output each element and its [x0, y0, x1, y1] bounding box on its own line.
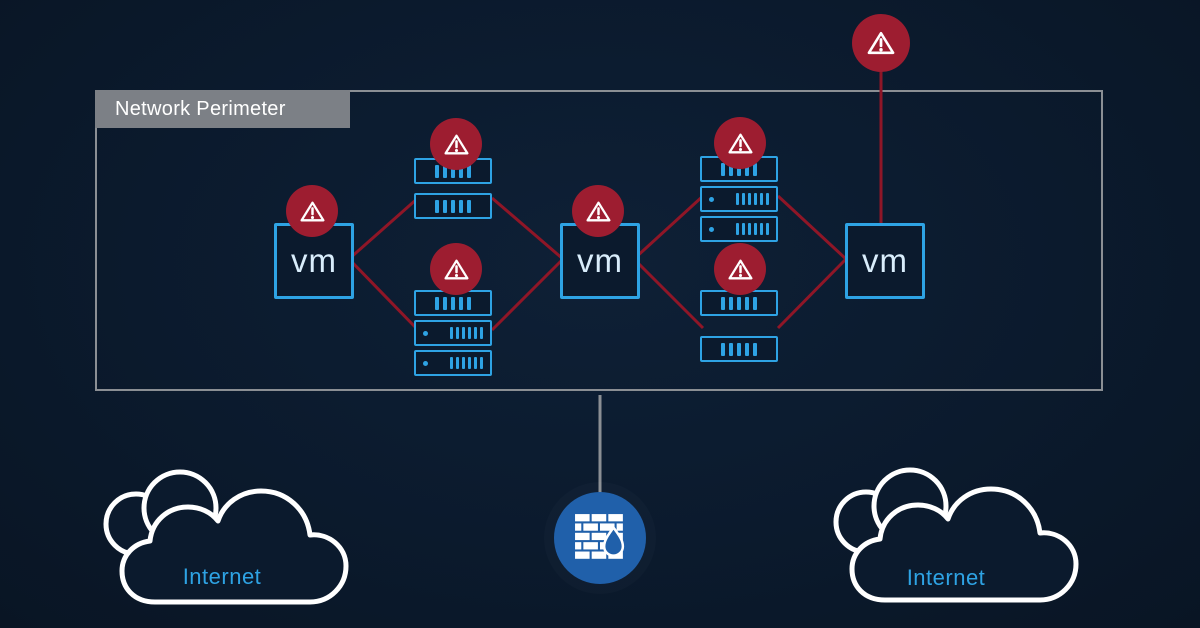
red-link-vm1-bottomleft — [347, 257, 420, 332]
vm-label: vm — [862, 242, 908, 279]
red-link-bottomleft-vm2 — [490, 257, 565, 332]
warning-triangle-icon — [443, 259, 469, 279]
firewall-icon — [554, 492, 646, 584]
cloud-icon-right — [833, 467, 1079, 603]
network-perimeter-label: Network Perimeter — [95, 90, 350, 128]
warning-triangle-icon — [727, 259, 753, 279]
brick-wall-flame-icon — [575, 514, 625, 559]
server-rack-icon — [700, 336, 778, 362]
server-vents — [435, 164, 471, 178]
warning-triangle-icon — [299, 201, 325, 221]
server-vents — [435, 296, 471, 310]
internet-label: Internet — [182, 564, 262, 589]
server-led-dot — [709, 196, 714, 202]
vm-node-3: vm — [845, 223, 925, 299]
red-link-vm2-bottomright — [632, 257, 705, 330]
vm-label: vm — [291, 242, 337, 279]
server-vents — [435, 199, 471, 213]
warning-badge — [852, 14, 910, 72]
server-led-dot — [423, 330, 428, 336]
warning-badge — [714, 243, 766, 295]
warning-triangle-icon — [867, 31, 895, 55]
red-link-vm1-topleft — [348, 196, 419, 261]
cloud-icon-left — [103, 469, 349, 605]
internet-label: Internet — [906, 565, 986, 590]
server-rack-icon — [414, 350, 492, 376]
warning-badge — [714, 117, 766, 169]
warning-badge — [286, 185, 338, 237]
server-led-dot — [709, 226, 714, 232]
warning-triangle-icon — [727, 133, 753, 153]
network-perimeter-box — [95, 90, 1103, 391]
red-link-topleft-vm2 — [491, 196, 564, 261]
server-vents — [736, 193, 769, 205]
vm-label: vm — [577, 242, 623, 279]
server-vents — [721, 342, 757, 356]
warning-badge — [430, 118, 482, 170]
server-vents — [721, 296, 757, 310]
server-vents — [736, 223, 769, 235]
red-link-bottomright-vm3 — [776, 257, 848, 330]
server-vents — [450, 327, 483, 339]
network-perimeter-label-text: Network Perimeter — [115, 97, 286, 120]
server-rack-icon — [700, 186, 778, 212]
server-group-bottom-left — [414, 290, 492, 376]
server-vents — [721, 162, 757, 176]
server-rack-icon — [700, 216, 778, 242]
server-vents — [450, 357, 483, 369]
red-link-vm2-topright — [632, 194, 705, 261]
server-rack-icon — [414, 193, 492, 219]
warning-badge — [430, 243, 482, 295]
warning-triangle-icon — [443, 134, 469, 154]
server-group-top-left — [414, 158, 492, 219]
server-group-bottom-right — [700, 290, 778, 362]
server-rack-icon — [414, 320, 492, 346]
warning-triangle-icon — [585, 201, 611, 221]
warning-badge — [572, 185, 624, 237]
server-led-dot — [423, 360, 428, 366]
red-link-topright-vm3 — [776, 194, 848, 261]
